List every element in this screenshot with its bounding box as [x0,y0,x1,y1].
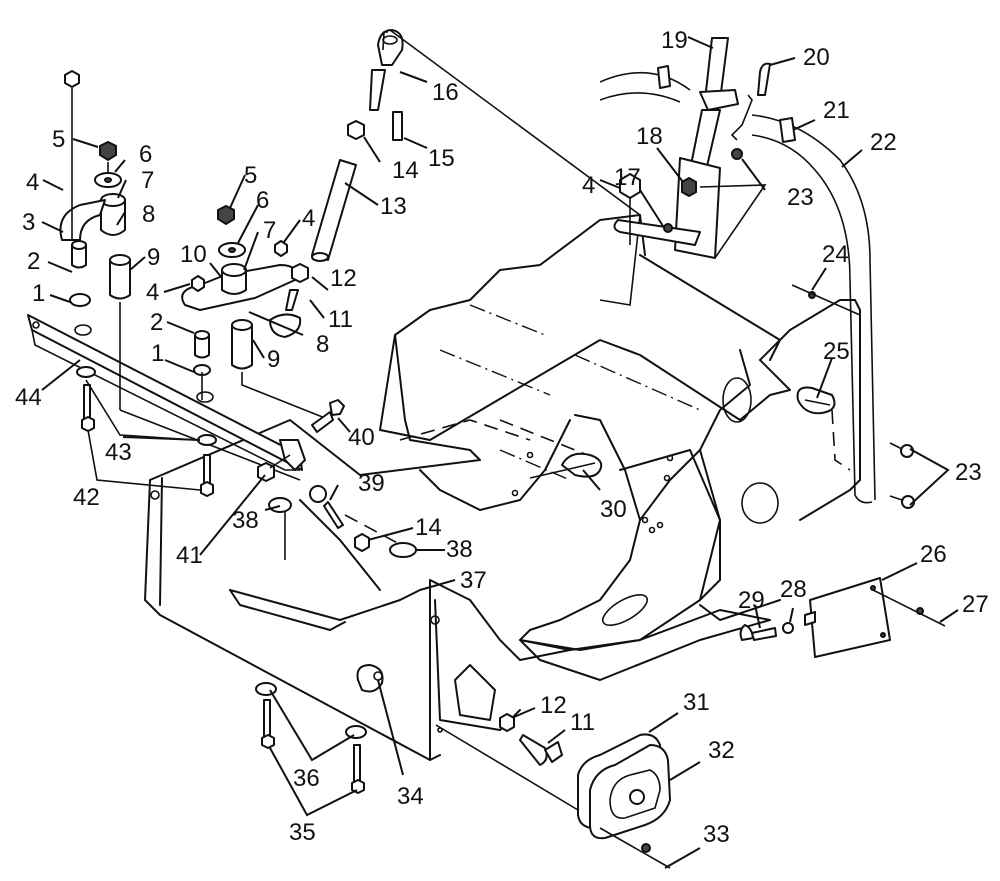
callout-2: 2 [27,248,40,275]
callout-22: 22 [870,129,897,156]
bushing-7a [100,199,126,236]
clamp-21 [779,117,796,143]
callout-37: 37 [460,567,487,594]
tie-bar [27,314,306,471]
nut-5b [217,204,235,226]
callout-9: 9 [147,244,160,271]
callout-38: 38 [446,536,473,563]
steering-arm-plate [613,219,701,246]
callout-7: 7 [263,217,276,244]
nut-23a [731,148,743,160]
callout-4: 4 [302,205,315,232]
spacer-9b [231,324,253,370]
nut-4d [619,173,641,199]
callout-labels: 5 6 4 7 3 8 2 9 1 44 5 6 7 4 10 4 12 11 … [15,27,989,848]
callout-8: 8 [316,331,329,358]
callout-4: 4 [146,279,159,306]
bushing-2a [71,244,87,269]
callout-5: 5 [52,126,65,153]
callout-12: 12 [330,265,357,292]
callout-18: 18 [636,123,663,150]
callout-10: 10 [180,241,207,268]
bolt-18 [681,176,697,198]
callout-12: 12 [540,692,567,719]
steering-column [599,37,915,509]
callout-34: 34 [397,783,424,810]
callout-13: 13 [380,193,407,220]
nut-5a [99,140,117,162]
tie-rod-13 [311,159,357,261]
callout-35: 35 [289,819,316,846]
callout-14: 14 [415,514,442,541]
nut-23b [900,444,914,458]
callout-1: 1 [151,340,164,367]
callout-11: 11 [570,709,595,736]
washer-1a [69,293,91,307]
jam-nut-14a [347,120,365,140]
callout-30: 30 [600,496,627,523]
callout-27: 27 [962,591,989,618]
callout-29: 29 [738,587,765,614]
leader-lines [41,36,959,869]
bushing-2b [194,334,210,359]
bolt-15 [392,111,403,141]
callout-11: 11 [328,306,353,333]
callout-44: 44 [15,384,42,411]
left-arm-stack [59,70,301,481]
callout-33: 33 [703,821,730,848]
callout-32: 32 [708,737,735,764]
callout-25: 25 [823,338,850,365]
rod-end-thread [369,69,386,111]
callout-7: 7 [141,167,154,194]
callout-23: 23 [955,459,982,486]
nut-4a [64,70,80,88]
column-clamp [699,89,739,111]
clamp-left [657,65,671,89]
callout-26: 26 [920,541,947,568]
callout-41: 41 [176,542,203,569]
callout-4: 4 [26,169,39,196]
jam-nut-12a [291,263,309,283]
callout-40: 40 [348,424,375,451]
callout-15: 15 [428,145,455,172]
fasteners [76,366,946,869]
callout-14: 14 [392,157,419,184]
tie-rod [285,29,641,311]
callout-6: 6 [139,141,152,168]
callout-43: 43 [105,439,132,466]
spacer-9a [109,259,131,300]
screw-17 [663,223,673,233]
callout-4: 4 [582,172,595,199]
callout-16: 16 [432,79,459,106]
callout-31: 31 [683,689,710,716]
callout-2: 2 [150,309,163,336]
callout-38: 38 [232,507,259,534]
callout-36: 36 [293,765,320,792]
nut-4b [191,275,205,292]
callout-19: 19 [661,27,688,54]
callout-23: 23 [787,184,814,211]
callout-28: 28 [780,576,807,603]
callout-39: 39 [358,470,385,497]
callout-9: 9 [267,346,280,373]
callout-21: 21 [823,97,850,124]
screw-20 [757,62,771,96]
callout-1: 1 [32,280,45,307]
callout-20: 20 [803,44,830,71]
nut-4c [274,240,288,257]
ball-joint-8b [269,313,302,338]
callout-42: 42 [73,484,100,511]
tie-rod-end-11a [285,289,299,311]
callout-17: 17 [614,164,641,191]
callout-8: 8 [142,201,155,228]
callout-24: 24 [822,241,849,268]
callout-5: 5 [244,162,257,189]
callout-3: 3 [22,209,35,236]
arm-3 [59,199,106,241]
callout-6: 6 [256,187,269,214]
